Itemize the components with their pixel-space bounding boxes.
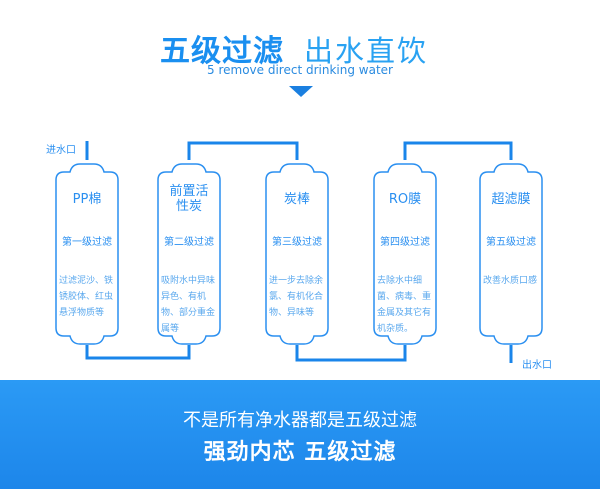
filter-desc: 吸附水中异味异色、有机物、部分重金属等 bbox=[161, 276, 216, 334]
filter-stage: 第三级过滤 bbox=[272, 237, 322, 248]
filter-name: 超滤膜 bbox=[491, 192, 531, 207]
bottom-banner bbox=[0, 380, 600, 489]
outlet-label: 出水口 bbox=[522, 360, 552, 371]
down-arrow-icon bbox=[289, 86, 313, 97]
banner-line-2: 强劲内芯 五级过滤 bbox=[203, 440, 397, 465]
filter-desc: 过滤泥沙、铁锈胶体、红虫悬浮物质等 bbox=[59, 276, 114, 318]
filter-stage: 第五级过滤 bbox=[486, 237, 536, 248]
title-light: 出水直饮 bbox=[304, 34, 429, 68]
filter-name: RO膜 bbox=[388, 192, 422, 207]
subtitle: 5 remove direct drinking water bbox=[207, 63, 393, 77]
filter-cartridge-5 bbox=[479, 163, 543, 345]
filter-stage: 第二级过滤 bbox=[164, 237, 214, 248]
filter-name: PP棉 bbox=[72, 192, 102, 207]
pipes bbox=[85, 141, 513, 363]
filter-desc: 进一步去除余氯、有机化合物、异味等 bbox=[269, 276, 324, 318]
filter-stage: 第四级过滤 bbox=[380, 237, 430, 248]
filter-stage: 第一级过滤 bbox=[62, 237, 112, 248]
pipe-diagram bbox=[55, 141, 543, 363]
filter-desc: 改善水质口感 bbox=[483, 276, 538, 286]
inlet-label: 进水口 bbox=[46, 145, 76, 156]
title-bold: 五级过滤 bbox=[160, 34, 284, 69]
banner-line-1: 不是所有净水器都是五级过滤 bbox=[183, 410, 417, 431]
filter-name: 炭棒 bbox=[283, 192, 310, 207]
filter-desc: 去除水中细菌、病毒、重金属及其它有机杂质。 bbox=[377, 276, 432, 334]
filter-name: 前置活性炭 bbox=[169, 184, 209, 214]
